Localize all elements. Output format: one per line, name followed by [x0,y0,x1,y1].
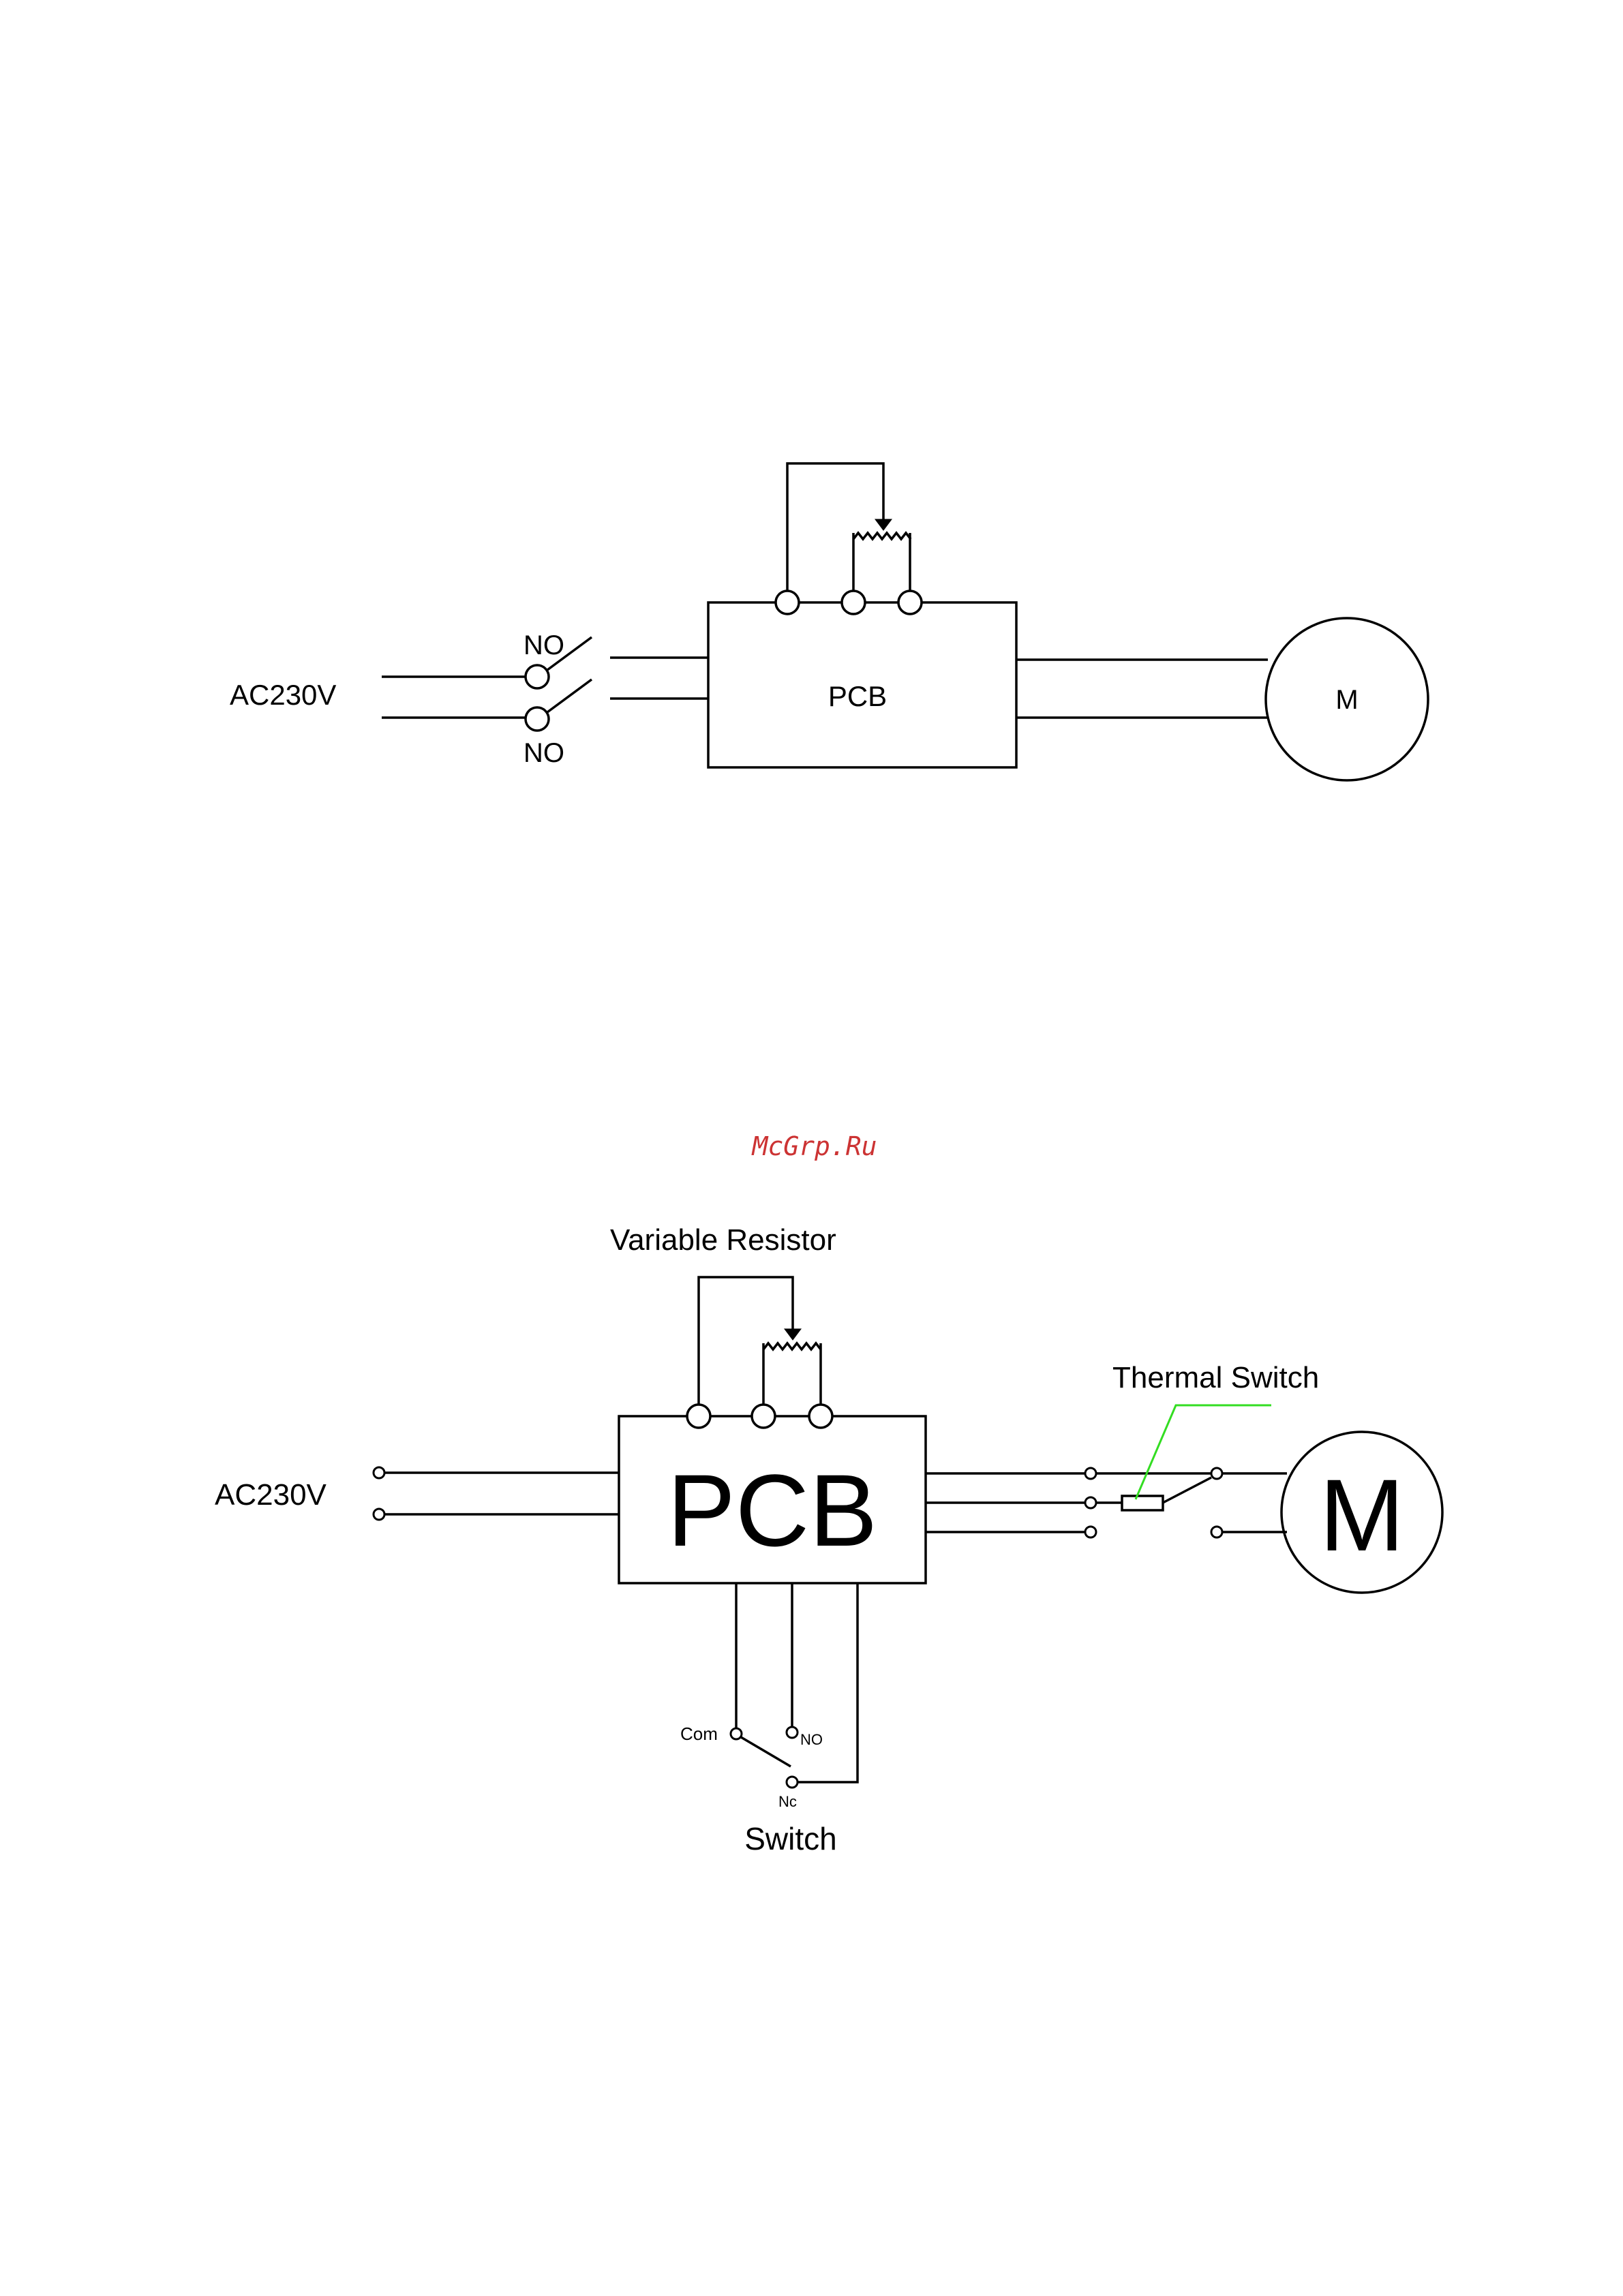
d2-pcb-terminal-3 [809,1405,832,1428]
d2-terminal-bottom-left [1085,1527,1096,1537]
d2-switch-no-label: NO [800,1731,823,1748]
d1-resistor-element [853,533,911,539]
d2-terminal-bottom-right [1211,1527,1222,1537]
d2-variable-resistor-label: Variable Resistor [610,1223,836,1257]
d2-resistor-wiper-arrow [785,1329,801,1340]
d1-switch-bottom-label: NO [524,738,564,768]
d2-switch-no-terminal [787,1727,798,1738]
d2-switch-com-label: Com [680,1724,718,1744]
d2-supply-terminal-top [374,1467,384,1478]
d1-resistor-wiper-arrow [875,519,892,530]
d1-pcb-terminal-1 [776,591,799,614]
d1-supply-label: AC230V [230,679,336,711]
d1-switch-bottom-terminal [526,707,549,731]
d2-motor-label: M [1320,1458,1405,1572]
d2-thermal-switch-label: Thermal Switch [1112,1361,1319,1394]
d2-switch-label: Switch [744,1821,836,1856]
d2-pcb-label: PCB [667,1453,877,1567]
d1-resistor-wiper-wire [787,463,883,592]
d2-terminal-top-right [1211,1468,1222,1479]
d2-supply-terminal-bottom [374,1509,384,1520]
d2-pcb-terminal-2 [752,1405,775,1428]
d1-pcb-label: PCB [828,680,887,712]
d2-switch-nc-wire [797,1583,858,1782]
d2-switch-nc-label: Nc [778,1793,797,1810]
d2-thermal-element [1122,1496,1163,1510]
d2-terminal-middle-left [1085,1497,1096,1508]
diagram-2: AC230V PCB Variable Resistor [215,1223,1442,1856]
d2-resistor-element [763,1343,821,1349]
d2-terminal-top-left [1085,1468,1096,1479]
d1-switch-bottom-blade [547,679,592,712]
d1-motor-label: M [1335,685,1358,715]
d2-resistor-wiper-wire [699,1277,793,1405]
d2-thermal-leader [1136,1405,1271,1499]
d1-pcb-terminal-2 [842,591,865,614]
d1-pcb-terminal-3 [898,591,922,614]
d2-switch-com-terminal [731,1728,742,1739]
d2-supply-label: AC230V [215,1478,327,1512]
d2-switch-blade [741,1737,791,1766]
d2-pcb-terminal-1 [687,1405,710,1428]
d1-switch-top-label: NO [524,630,564,660]
d2-thermal-switch-blade [1163,1478,1211,1503]
d2-switch-nc-terminal [787,1777,798,1788]
diagram-1: AC230V NO NO PCB M [230,463,1428,780]
watermark: McGrp.Ru [750,1131,877,1161]
d1-switch-top-terminal [526,665,549,688]
